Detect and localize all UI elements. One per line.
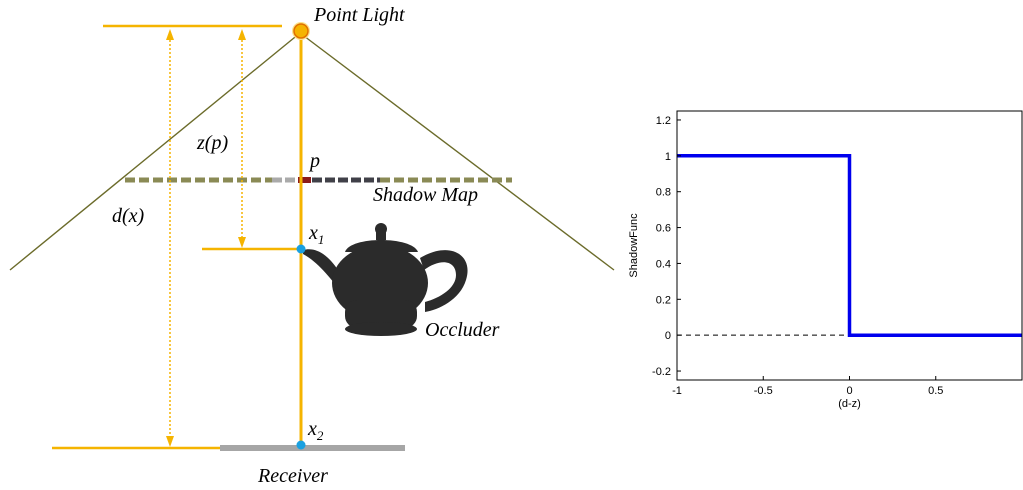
- point-light-icon: [292, 22, 310, 40]
- y-tick-label: 0.4: [656, 258, 671, 270]
- shadow-func-series-line: [677, 154, 1022, 337]
- y-tick-label: 1: [665, 151, 671, 163]
- receiver-label: Receiver: [257, 465, 328, 487]
- teapot-occluder: [303, 223, 468, 336]
- y-tick-label: 0: [665, 330, 671, 342]
- x-tick-label: -0.5: [754, 385, 773, 397]
- dx-label: d(x): [112, 205, 145, 227]
- zp-label: z(p): [196, 132, 228, 154]
- receiver-plane: [220, 445, 405, 451]
- chart-x-axis-label: (d-z): [838, 398, 861, 410]
- x2-point: [296, 440, 306, 450]
- x-tick-label: 0: [846, 385, 852, 397]
- y-tick-label: -0.2: [652, 366, 671, 378]
- x2-label: x2: [307, 418, 324, 443]
- shadow-map-texel-p: [298, 177, 311, 183]
- chart-y-axis-label: ShadowFunc: [628, 213, 640, 278]
- shadow-mapping-diagram: Point Light z(p) d(x) p Shadow Map x1 x2…: [9, 4, 615, 487]
- shadow-map-label: Shadow Map: [373, 184, 478, 206]
- x-tick-label: 0.5: [928, 385, 943, 397]
- dx-measure-arrow: [166, 29, 174, 447]
- frustum-left-edge: [9, 32, 301, 271]
- x1-point: [296, 244, 306, 254]
- zp-measure-arrow: [238, 29, 246, 248]
- occluder-label: Occluder: [425, 319, 500, 341]
- shadow-map-bar: [125, 177, 512, 183]
- y-tick-label: 0.6: [656, 223, 671, 235]
- shadow-function-chart: -1 -0.5 0 0.5 -0.2 0 0.2 0.4 0.6 0.8 1 1.2 (d-z) S…: [628, 110, 1023, 410]
- y-tick-label: 0.2: [656, 294, 671, 306]
- chart-x-ticks: -1 -0.5 0 0.5: [672, 376, 943, 397]
- x1-label: x1: [308, 222, 324, 247]
- x-tick-label: -1: [672, 385, 682, 397]
- chart-y-ticks: -0.2 0 0.2 0.4 0.6 0.8 1 1.2: [652, 115, 681, 378]
- frustum-right-edge: [299, 32, 615, 271]
- y-tick-label: 1.2: [656, 115, 671, 127]
- y-tick-label: 0.8: [656, 187, 671, 199]
- p-label: p: [308, 150, 320, 172]
- point-light-label: Point Light: [313, 4, 405, 26]
